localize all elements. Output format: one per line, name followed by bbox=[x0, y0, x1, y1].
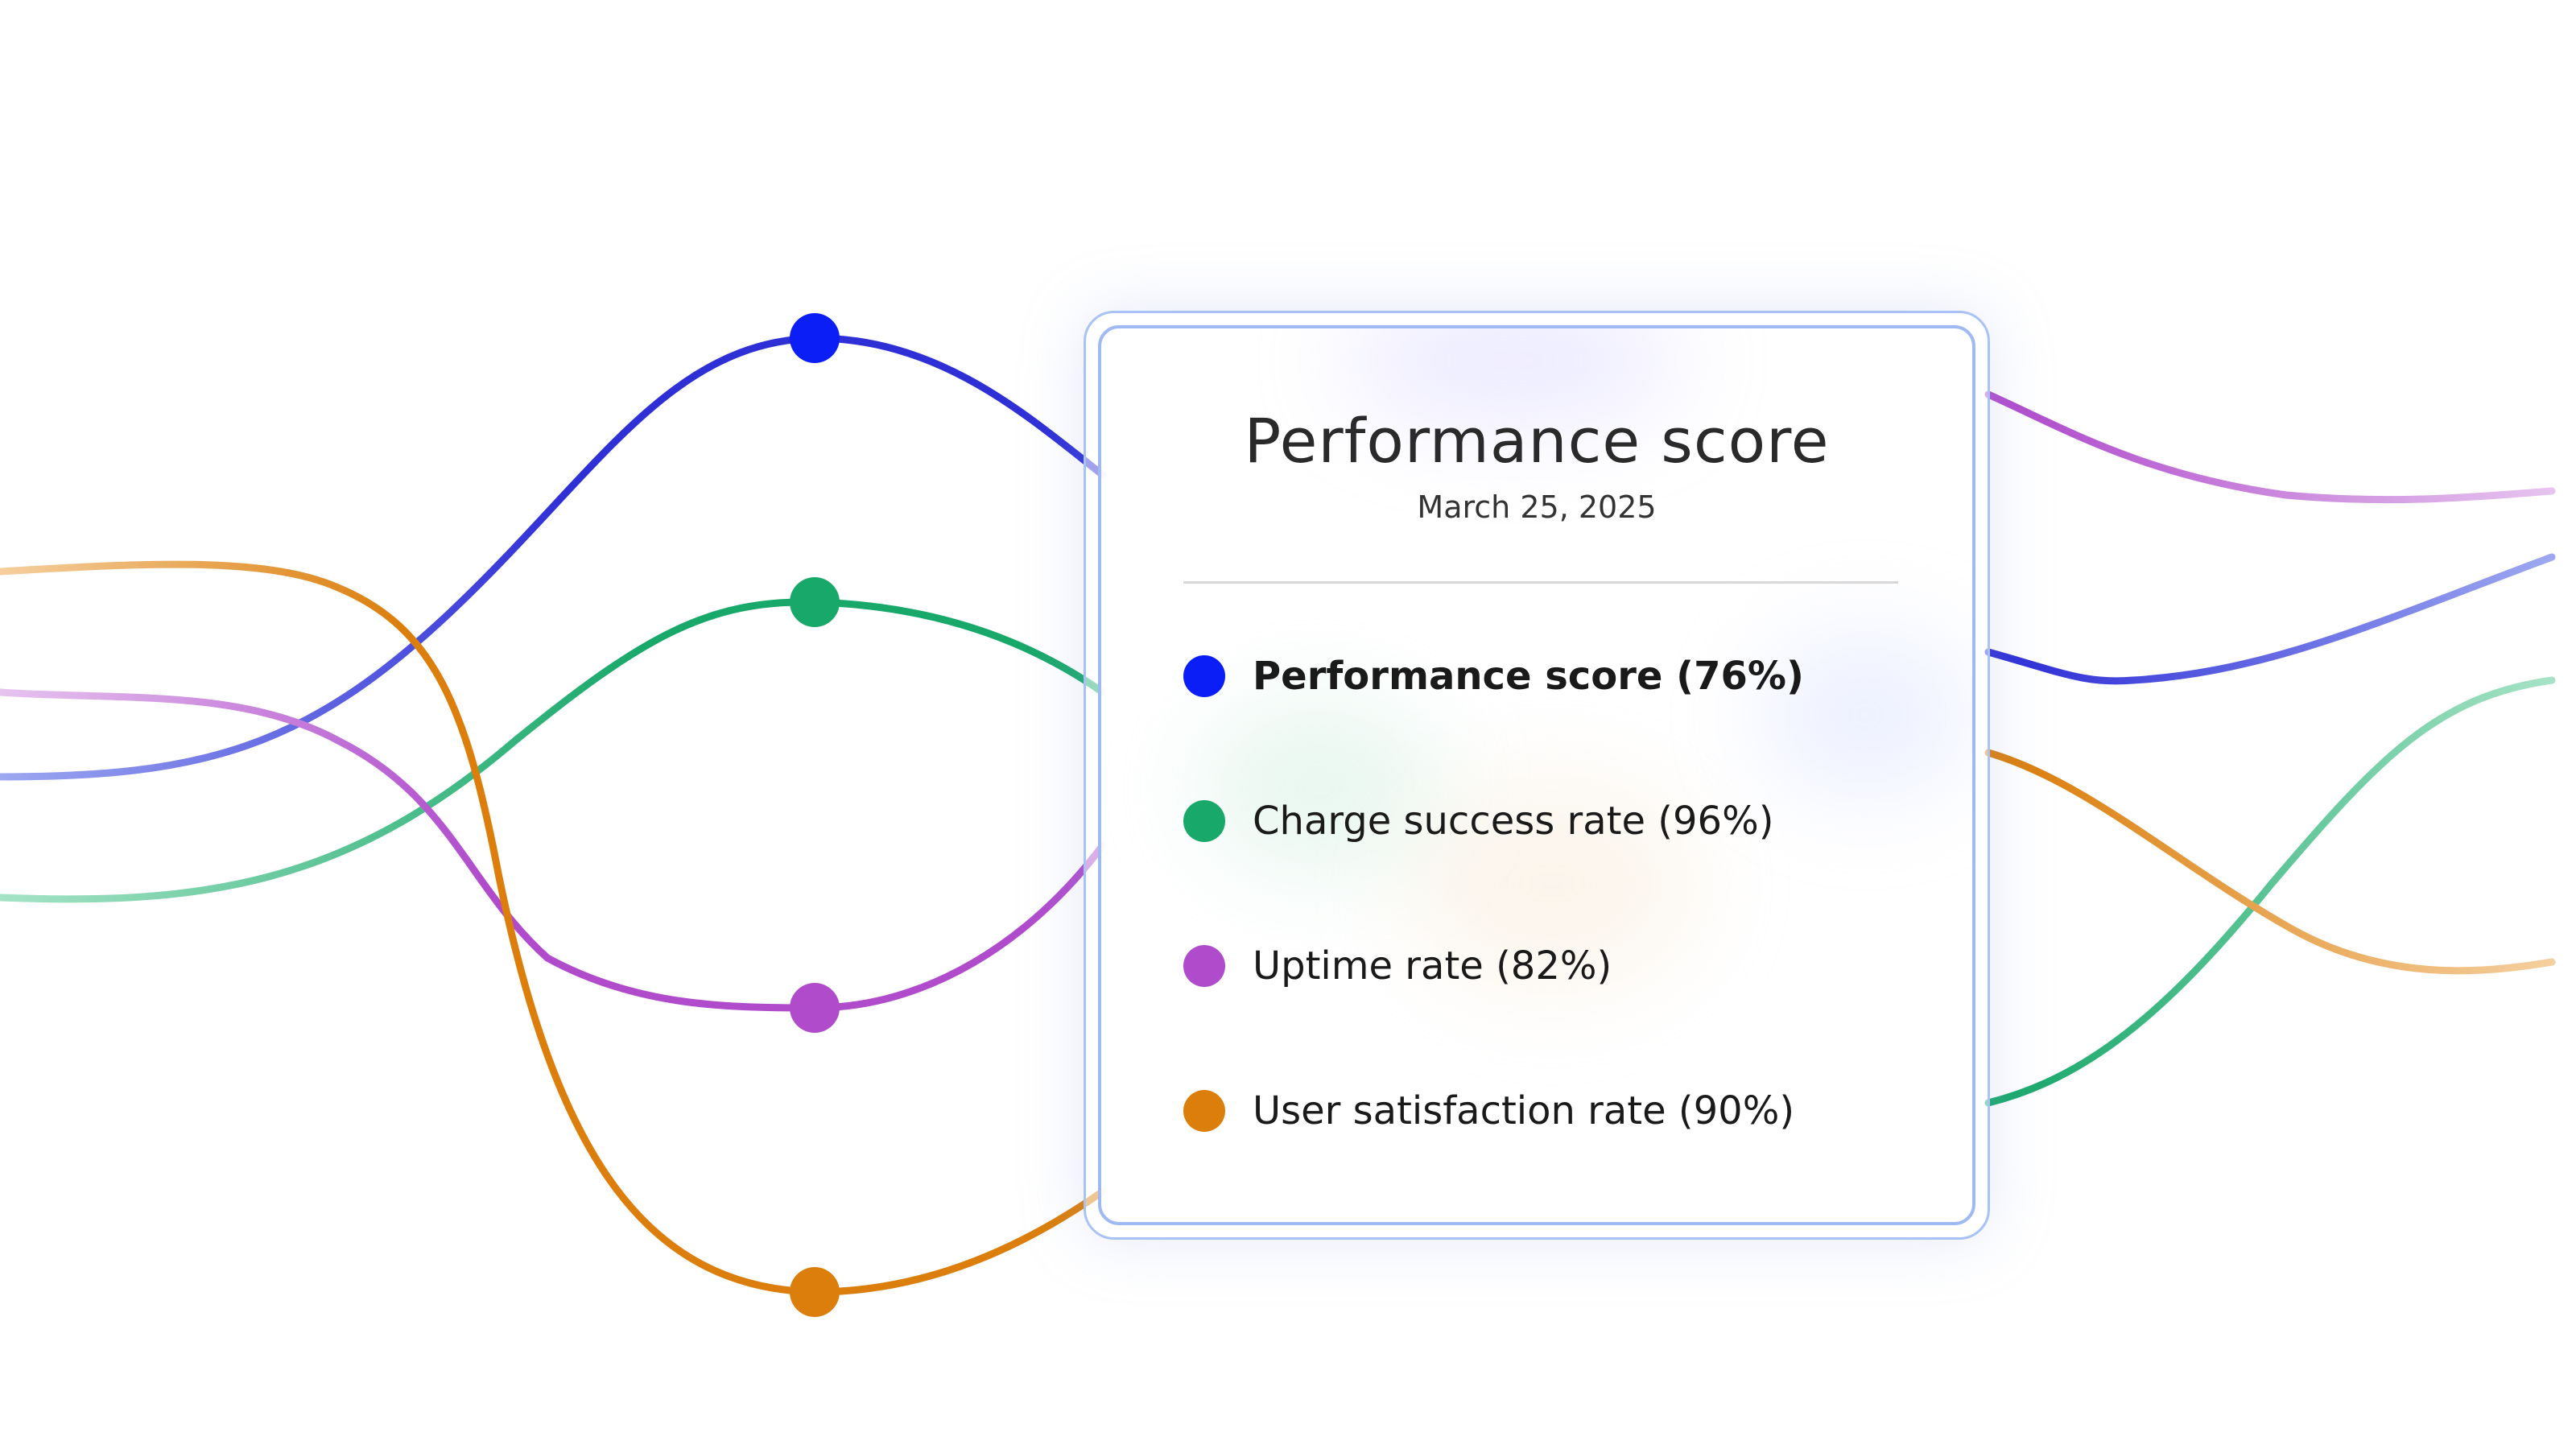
series-line-right-charge-success-rate bbox=[1984, 676, 2556, 1107]
legend-dot-user-satisfaction-rate bbox=[1183, 1090, 1225, 1132]
tooltip-card: Performance score March 25, 2025 Perform… bbox=[1098, 325, 1975, 1225]
series-line-right-performance-score bbox=[1984, 553, 2556, 685]
data-point-marker-charge-success-rate[interactable] bbox=[790, 577, 840, 627]
legend-dot-uptime-rate bbox=[1183, 945, 1225, 987]
series-line-right-user-satisfaction-rate bbox=[1984, 749, 2556, 975]
data-point-marker-user-satisfaction-rate[interactable] bbox=[790, 1267, 840, 1317]
card-divider bbox=[1183, 581, 1898, 584]
legend-dot-performance-score bbox=[1183, 655, 1225, 697]
legend-label-charge-success-rate: Charge success rate (96%) bbox=[1253, 799, 1774, 844]
data-point-marker-uptime-rate[interactable] bbox=[790, 983, 840, 1033]
series-line-left-performance-score bbox=[0, 334, 1107, 781]
series-line-left-uptime-rate bbox=[0, 688, 1107, 1012]
legend-label-user-satisfaction-rate: User satisfaction rate (90%) bbox=[1253, 1088, 1795, 1133]
series-line-right-uptime-rate bbox=[1984, 390, 2556, 504]
series-line-left-charge-success-rate bbox=[0, 598, 1107, 903]
legend-item-uptime-rate: Uptime rate (82%) bbox=[1183, 942, 1612, 990]
legend-item-charge-success-rate: Charge success rate (96%) bbox=[1183, 797, 1773, 845]
data-point-marker-performance-score[interactable] bbox=[790, 313, 840, 363]
legend-item-user-satisfaction-rate: User satisfaction rate (90%) bbox=[1183, 1087, 1794, 1135]
legend-label-performance-score: Performance score (76%) bbox=[1253, 654, 1804, 699]
legend-item-performance-score: Performance score (76%) bbox=[1183, 652, 1804, 700]
legend-label-uptime-rate: Uptime rate (82%) bbox=[1253, 943, 1612, 989]
card-title: Performance score bbox=[1244, 405, 1830, 477]
series-line-left-user-satisfaction-rate bbox=[0, 560, 1107, 1296]
card-date: March 25, 2025 bbox=[1417, 489, 1657, 525]
legend-dot-charge-success-rate bbox=[1183, 800, 1225, 842]
